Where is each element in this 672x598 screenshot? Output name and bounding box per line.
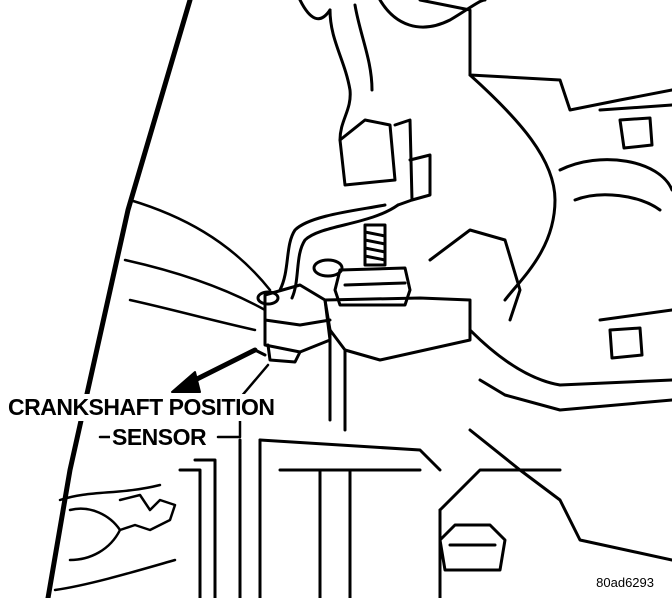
wiring-harness	[298, 0, 487, 207]
cv-boot	[53, 483, 177, 592]
engine-block	[418, 0, 672, 598]
lower-housing	[178, 438, 442, 598]
bottom-bolt	[438, 523, 507, 572]
hose	[123, 198, 272, 332]
mounting-stud	[363, 223, 387, 267]
callout-label-line2: SENSOR	[110, 424, 209, 451]
sensor-bracket	[323, 296, 472, 432]
crankshaft-position-sensor	[256, 283, 332, 364]
callout-label-line1: CRANKSHAFT POSITION	[6, 394, 277, 421]
callout-arrow	[171, 347, 267, 393]
figure-id: 80ad6293	[596, 575, 654, 590]
sensor-cable	[278, 203, 400, 300]
mounting-nut	[312, 258, 412, 307]
left-housing-edge	[45, 0, 193, 598]
